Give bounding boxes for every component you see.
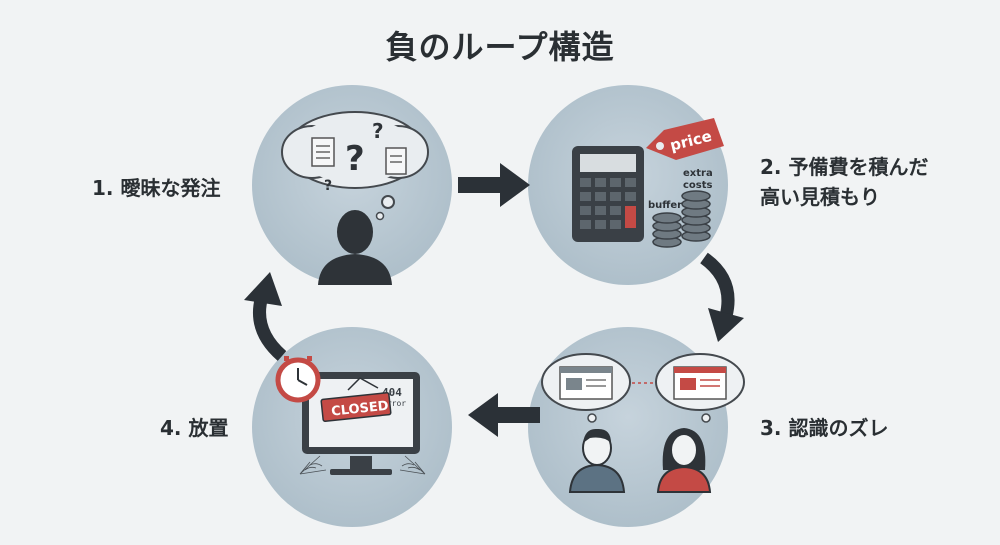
- coin-label-bottom: buffer: [648, 200, 682, 211]
- error-text: Error: [382, 399, 406, 408]
- closed-sign-icon: CLOSED: [320, 377, 392, 423]
- price-tag-icon: price: [646, 118, 724, 160]
- question-mark-icon: ? ? ?: [324, 119, 384, 194]
- document-icon: [311, 137, 407, 175]
- arrow-3-to-4: [468, 393, 540, 437]
- step2-label: 2. 予備費を積んだ 高い見積もり: [760, 152, 928, 212]
- svg-text:?: ?: [345, 139, 365, 179]
- svg-text:?: ?: [372, 119, 384, 143]
- calculator-icon: [572, 146, 644, 242]
- coin-label-mid: costs: [683, 180, 713, 191]
- closed-sign-label: CLOSED: [331, 399, 390, 420]
- step4-label: 4. 放置: [160, 416, 229, 440]
- clock-icon: [275, 356, 321, 403]
- step2-label-line2: 高い見積もり: [760, 185, 880, 209]
- arrow-2-to-3: [700, 252, 744, 342]
- man-avatar-icon: [568, 428, 626, 493]
- cobweb-icon: [299, 455, 426, 475]
- page-title: 負のループ構造: [385, 28, 615, 66]
- coin-label-top: extra: [683, 168, 713, 179]
- thought-bubble-right-icon: [655, 353, 745, 423]
- woman-avatar-icon: [656, 428, 712, 493]
- svg-text:?: ?: [324, 178, 332, 194]
- thought-bubble-left-icon: [541, 353, 631, 423]
- step1-label: 1. 曖昧な発注: [92, 176, 221, 200]
- person-silhouette-icon: [318, 210, 392, 285]
- coin-stack-icon: [652, 190, 711, 248]
- step2-label-line1: 2. 予備費を積んだ: [760, 155, 929, 179]
- arrow-4-to-1: [244, 272, 287, 361]
- arrow-1-to-2: [458, 163, 530, 207]
- step3-label: 3. 認識のズレ: [760, 416, 889, 440]
